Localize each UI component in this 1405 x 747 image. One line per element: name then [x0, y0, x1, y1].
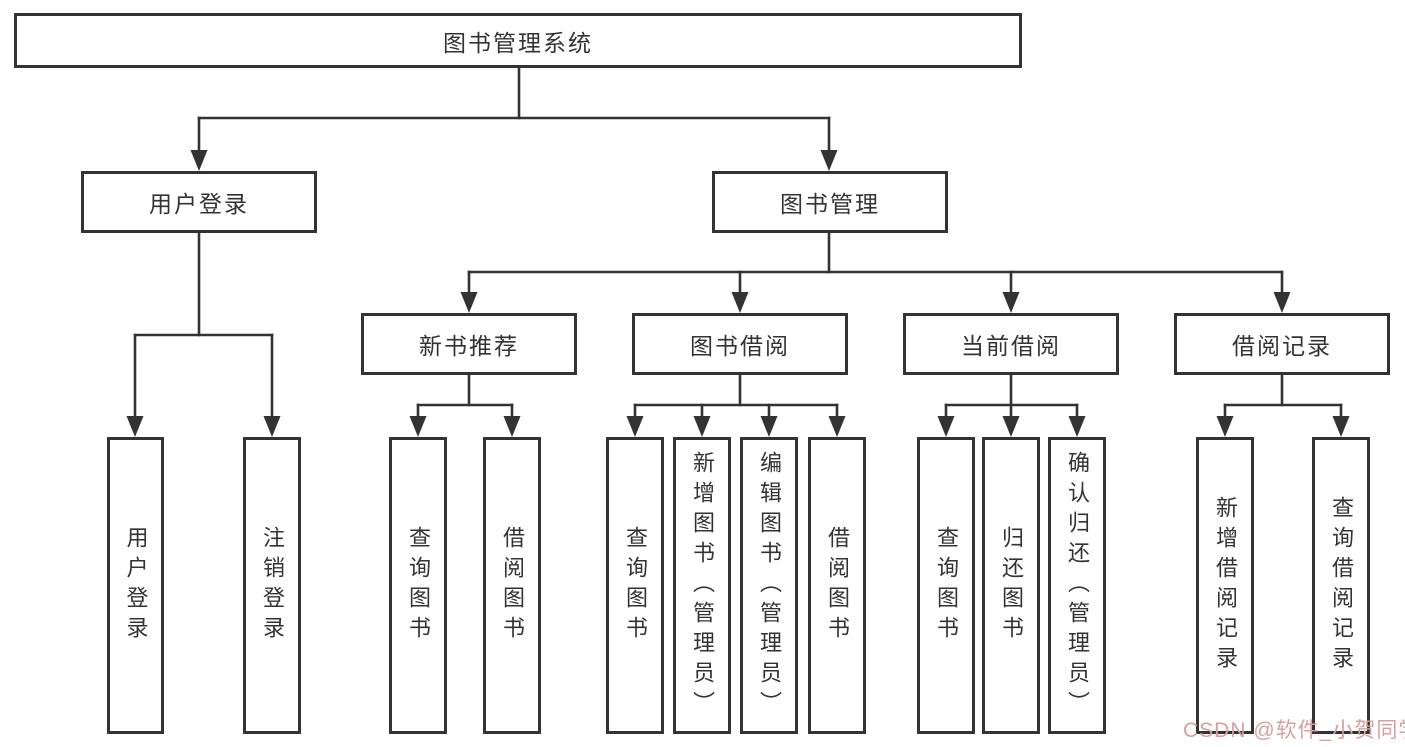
node-book-management: 图书管理: [712, 171, 948, 233]
leaf-current-confirm-admin: 确认归还（管理员）: [1048, 437, 1106, 734]
csdn-watermark: CSDN @软件_小贺同学: [1183, 719, 1405, 742]
leaf-current-query: 查询图书: [917, 437, 975, 734]
connector-borrowrecords-to-leaves: [1216, 373, 1350, 437]
leaf-newbooks-query: 查询图书: [389, 437, 447, 734]
connector-bookborrow-to-leaves: [626, 373, 846, 437]
node-new-book-recommend: 新书推荐: [361, 313, 577, 375]
leaf-newbooks-borrow: 借阅图书: [483, 437, 541, 734]
connector-userlogin-to-leaves: [126, 231, 281, 437]
leaf-bookborrow-borrow: 借阅图书: [808, 437, 866, 734]
leaf-bookborrow-query: 查询图书: [606, 437, 664, 734]
node-borrow-records: 借阅记录: [1174, 313, 1390, 375]
leaf-records-query: 查询借阅记录: [1312, 437, 1370, 734]
node-current-borrow: 当前借阅: [903, 313, 1119, 375]
connector-currentborrow-to-leaves: [937, 373, 1086, 437]
connector-root-to-level2: [190, 66, 838, 171]
leaf-current-return: 归还图书: [982, 437, 1040, 734]
leaf-logout: 注销登录: [243, 437, 301, 734]
node-book-borrow: 图书借阅: [632, 313, 848, 375]
leaf-user-login: 用户登录: [107, 437, 164, 734]
leaf-bookborrow-add-admin: 新增图书（管理员）: [673, 437, 731, 734]
node-user-login: 用户登录: [81, 171, 317, 233]
connector-bookmgmt-to-level3: [460, 231, 1291, 313]
leaf-bookborrow-edit-admin: 编辑图书（管理员）: [740, 437, 798, 734]
leaf-records-add: 新增借阅记录: [1196, 437, 1254, 734]
node-root-library-system: 图书管理系统: [14, 13, 1022, 68]
connector-newbooks-to-leaves: [409, 373, 521, 437]
